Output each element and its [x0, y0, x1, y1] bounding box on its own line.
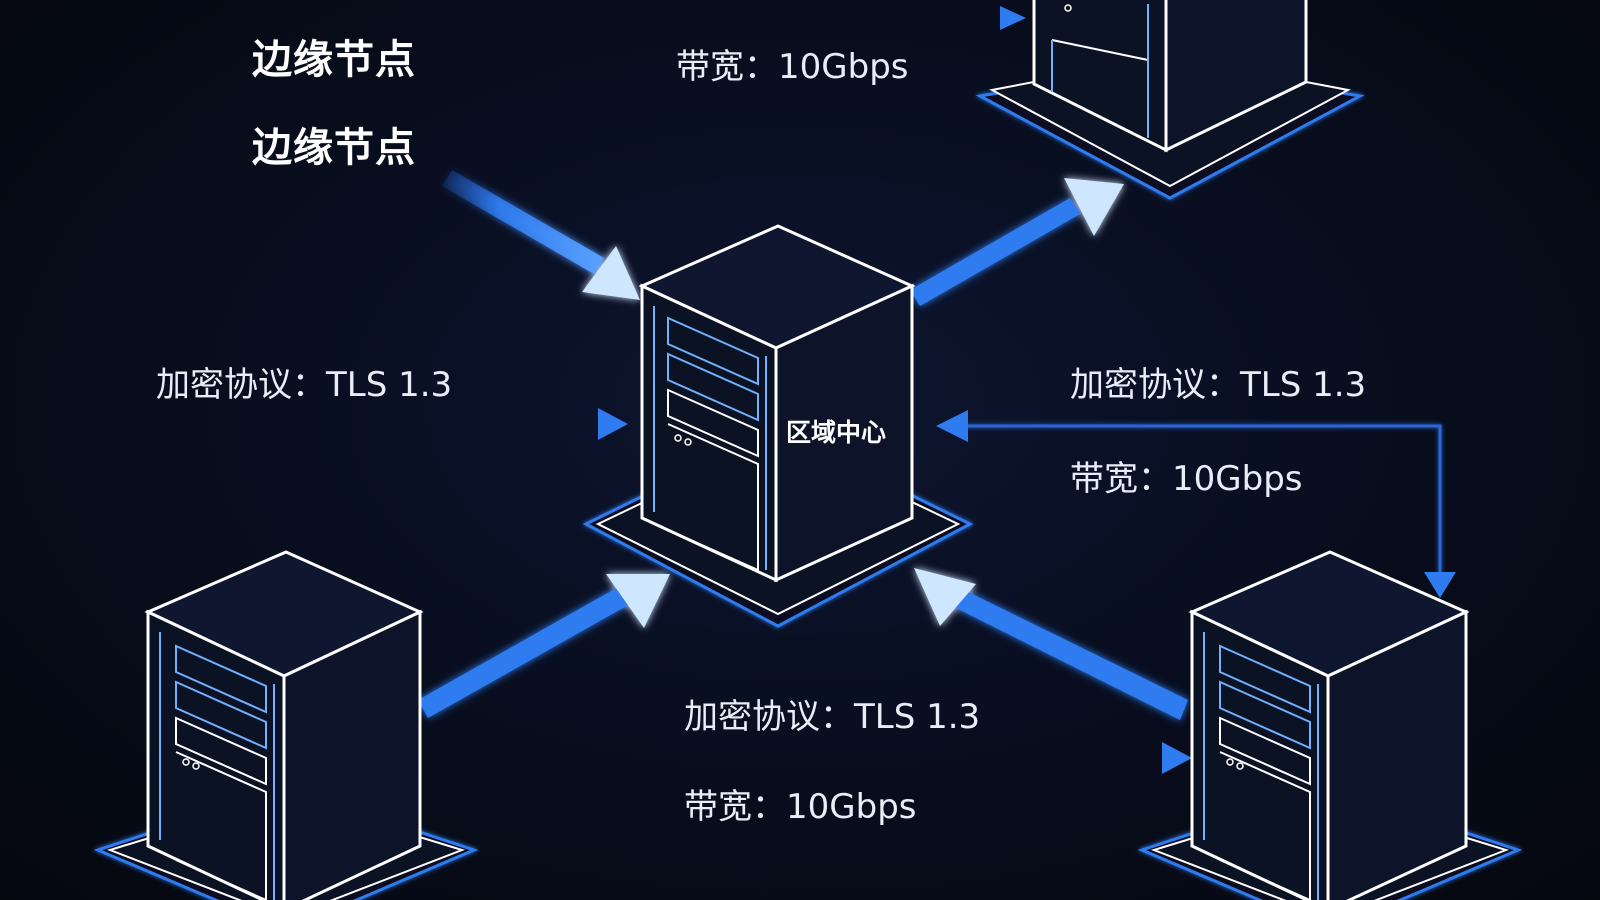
left-protocol-label: 加密协议：TLS 1.3 — [156, 365, 453, 405]
server-body-side — [1326, 609, 1468, 900]
edge-node-title-1: 边缘节点 — [252, 37, 416, 83]
right-protocol-label: 加密协议：TLS 1.3 — [1070, 365, 1367, 405]
server-center — [582, 224, 974, 628]
thin-connector-bottom — [434, 742, 1192, 774]
server-bottom-right — [1137, 550, 1523, 900]
beam-arrow-bottom-left — [418, 574, 670, 718]
top-bandwidth-label: 带宽：10Gbps — [676, 47, 909, 87]
beam-arrow-top-left — [442, 170, 640, 300]
edge-node-title-2: 边缘节点 — [252, 125, 416, 171]
right-bandwidth-label: 带宽：10Gbps — [1070, 459, 1303, 499]
server-body-side — [774, 283, 914, 583]
server-body-side — [1164, 0, 1308, 153]
thin-connector-left — [200, 408, 628, 440]
beam-arrow-bottom-right — [914, 568, 1188, 720]
thin-connector-top — [470, 6, 1026, 30]
thin-connector-right — [936, 410, 1456, 598]
beam-arrow-top-right — [910, 178, 1124, 306]
server-bottom-left — [93, 550, 479, 900]
server-top-right — [975, 0, 1365, 200]
center-server-label: 区域中心 — [786, 418, 887, 447]
bottom-bandwidth-label: 带宽：10Gbps — [684, 787, 917, 827]
bottom-protocol-label: 加密协议：TLS 1.3 — [684, 697, 981, 737]
server-body-side — [282, 609, 422, 900]
